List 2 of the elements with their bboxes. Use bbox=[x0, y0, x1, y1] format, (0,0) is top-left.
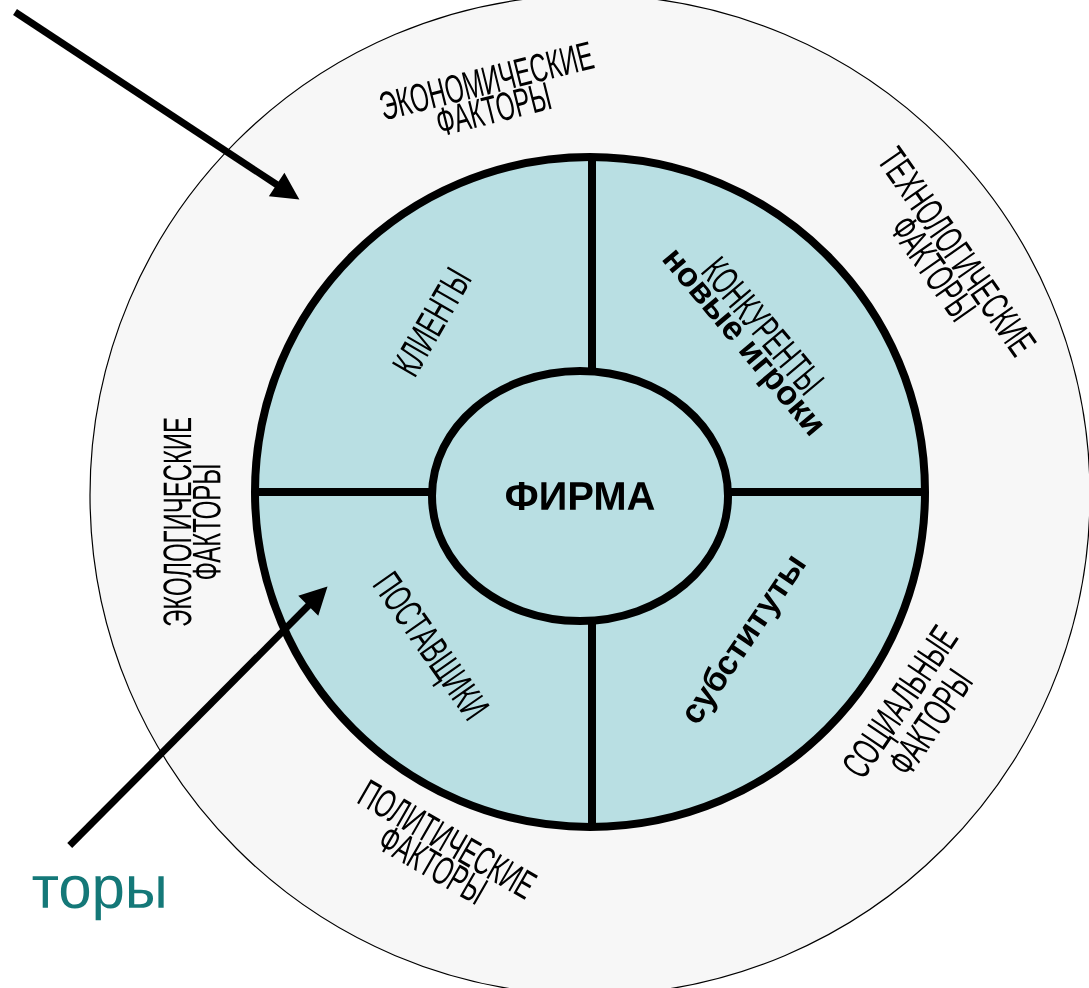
side-label: торы bbox=[32, 875, 164, 921]
factor-label: ЭКОЛОГИЧЕСКИЕ ФАКТОРЫ bbox=[163, 418, 221, 626]
